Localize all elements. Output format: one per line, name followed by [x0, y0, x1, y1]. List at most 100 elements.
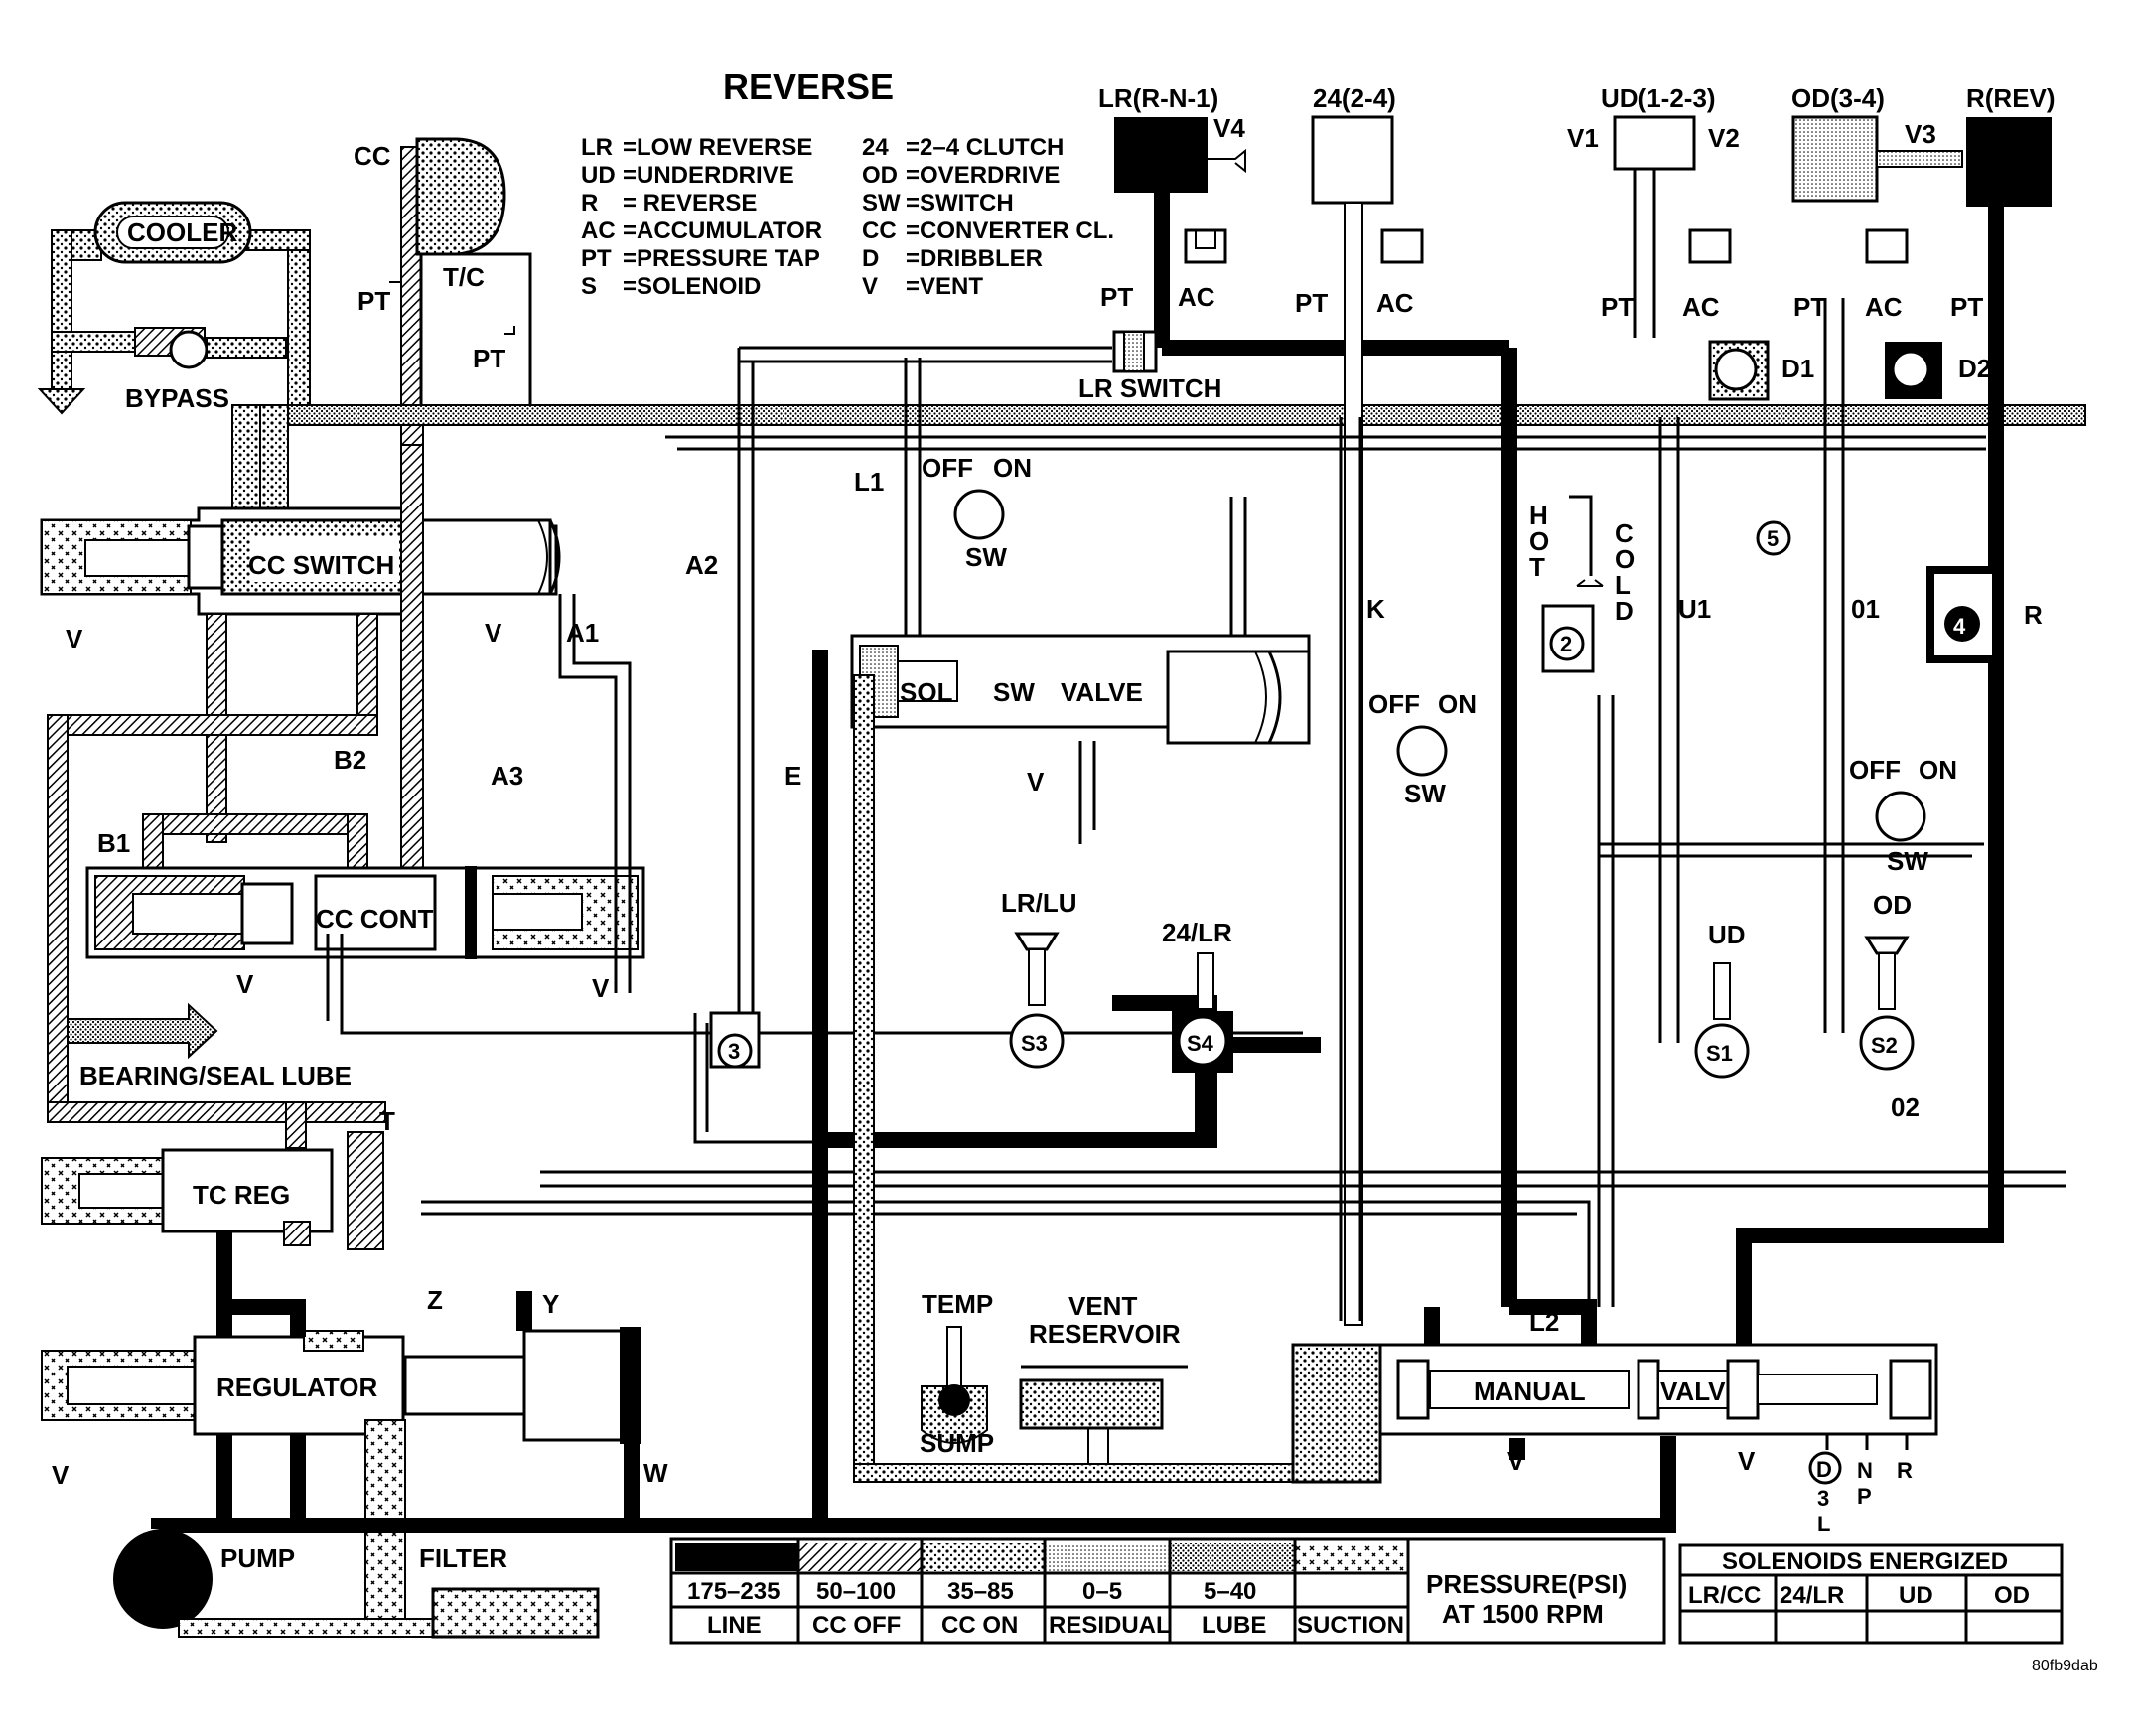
vent-label: V — [592, 973, 610, 1003]
solenoids-energized-table: SOLENOIDS ENERGIZED LR/CC 24/LR UD OD — [1678, 1543, 2064, 1645]
v2-label: V2 — [1708, 123, 1740, 153]
line-pressure-passages — [151, 117, 2004, 1533]
check-ball-5-label: 5 — [1767, 526, 1779, 551]
a3-label: A3 — [491, 761, 523, 791]
od-clutch: OD(3-4) V3 PT AC 01 — [1791, 83, 1963, 624]
col-ud: UD — [1899, 1582, 1933, 1609]
a2-label: A2 — [685, 550, 718, 580]
pt-label: PT — [1100, 282, 1133, 312]
col-24-lr: 24/LR — [1780, 1582, 1844, 1609]
abbr-key: AC — [581, 217, 616, 244]
cooler-circuit: COOLER BYPASS — [37, 201, 311, 420]
sw-label: SW — [993, 677, 1035, 707]
bearing-lube-label: BEARING/SEAL LUBE — [79, 1061, 352, 1090]
u1-label: U1 — [1678, 594, 1711, 624]
cc-cont-label: CC CONT — [316, 904, 434, 934]
name-suction: SUCTION — [1297, 1612, 1404, 1639]
cc-switch-label: CC SWITCH — [248, 550, 394, 580]
abbr-key: V — [862, 273, 878, 300]
t-label: T — [379, 1106, 395, 1136]
pressure-legend-title: PRESSURE(PSI) — [1426, 1569, 1627, 1599]
filter-label: FILTER — [419, 1543, 507, 1573]
switch-on-label: ON — [1919, 755, 1957, 785]
cold-label-o: O — [1615, 544, 1635, 574]
name-cc-on: CC ON — [941, 1612, 1018, 1639]
sw-label: SW — [965, 542, 1007, 572]
solenoid-switch-valve: SOL SW VALVE E V A1 A2 A3 B2 L1 OFF ON S… — [334, 453, 1311, 796]
tc-reg-label: TC REG — [193, 1180, 290, 1210]
abbr-key: R — [581, 190, 598, 217]
abbr-key: SW — [862, 190, 901, 217]
gear-l: L — [1817, 1512, 1830, 1536]
pt-label: PT — [1601, 292, 1634, 322]
pt-label: PT — [473, 344, 505, 373]
regulator-label: REGULATOR — [216, 1373, 377, 1402]
od-pressure-switch-group: OFF ON SW — [1849, 755, 1957, 876]
cc-off-passages — [47, 444, 424, 1149]
switch-off-label: OFF — [1849, 755, 1901, 785]
s2-label: S2 — [1871, 1033, 1898, 1058]
l2-label: L2 — [1529, 1307, 1559, 1337]
d2-label: D2 — [1958, 354, 1991, 383]
lr-clutch: LR(R-N-1) V4 PT AC LR SWITCH — [1078, 83, 1246, 403]
check-ball-3-label: 3 — [728, 1039, 740, 1064]
gear-n: N — [1857, 1458, 1873, 1483]
gear-d: D — [1816, 1457, 1832, 1482]
cooler-label: COOLER — [127, 217, 237, 247]
sol-label: SOL — [900, 677, 953, 707]
reverse-clutch: R(REV) PT D2 4 R — [1885, 83, 2056, 663]
torque-converter: CC T/C PT PT — [354, 137, 532, 446]
vent-label: V — [1507, 1446, 1525, 1476]
solenoid-s2 — [1859, 1015, 1915, 1071]
abbr-key: 24 — [862, 134, 889, 161]
lr-clutch-label: LR(R-N-1) — [1098, 83, 1218, 113]
valve-label: VALVE — [1061, 677, 1143, 707]
v4-label: V4 — [1213, 113, 1245, 143]
vent-reservoir-label: RESERVOIR — [1029, 1319, 1181, 1349]
abbr-value: =ACCUMULATOR — [623, 217, 822, 244]
ud-clutch: UD(1-2-3) V1 V2 PT AC D1 U1 — [1567, 83, 1814, 624]
o1-label: 01 — [1851, 594, 1880, 624]
solenoids-energized-title: SOLENOIDS ENERGIZED — [1722, 1548, 2008, 1575]
manual-label: MANUAL — [1474, 1376, 1586, 1406]
abbr-key: CC — [862, 217, 897, 244]
sol-24-lr-label: 24/LR — [1162, 918, 1232, 947]
e-label: E — [784, 761, 801, 791]
lr-switch-label: LR SWITCH — [1078, 373, 1221, 403]
od-pressure-switch — [1875, 791, 1926, 842]
rev-clutch-label: R(REV) — [1966, 83, 2056, 113]
sol-od-label: OD — [1873, 890, 1912, 920]
check-ball-3 — [717, 1033, 753, 1069]
hot-label-h: H — [1529, 501, 1548, 530]
vent-label: V — [236, 969, 254, 999]
a1-label: A1 — [566, 618, 599, 648]
bearing-lube-outlet: BEARING/SEAL LUBE — [67, 1002, 352, 1090]
ac-label: AC — [1865, 292, 1903, 322]
pt-label: PT — [357, 286, 390, 316]
hot-label-t: T — [1529, 552, 1545, 582]
pump: PUMP FILTER — [113, 1529, 600, 1639]
check-ball-4 — [1944, 606, 1980, 642]
abbr-value: =LOW REVERSE — [623, 134, 812, 161]
abbr-value: =CONVERTER CL. — [906, 217, 1114, 244]
temp-label: TEMP — [922, 1289, 993, 1319]
vent-label: V — [1738, 1446, 1756, 1476]
ud-clutch-label: UD(1-2-3) — [1601, 83, 1716, 113]
bypass-check-ball — [169, 330, 209, 369]
name-lube: LUBE — [1202, 1612, 1266, 1639]
pt-label: PT — [1295, 288, 1328, 318]
sol-lr-lu-label: LR/LU — [1001, 888, 1077, 918]
abbr-key: OD — [862, 162, 898, 189]
thermal-valve: H O T C O L D 2 5 — [1529, 495, 1791, 673]
pump-label: PUMP — [220, 1543, 295, 1573]
abbr-value: =UNDERDRIVE — [623, 162, 794, 189]
lr-pressure-switch — [953, 489, 1005, 540]
abbr-value: =SOLENOID — [623, 273, 761, 300]
pt-label: PT — [1793, 292, 1826, 322]
24-clutch: 24(2-4) PT AC K OFF ON SW — [1295, 83, 1477, 1326]
vent-label: V — [66, 624, 83, 653]
manual-valve: MANUAL VALVE L2 V V — [1378, 1307, 1938, 1476]
name-line: LINE — [707, 1612, 762, 1639]
switch-off-label: OFF — [1368, 689, 1420, 719]
pressure-legend-subtitle: AT 1500 RPM — [1442, 1599, 1604, 1629]
